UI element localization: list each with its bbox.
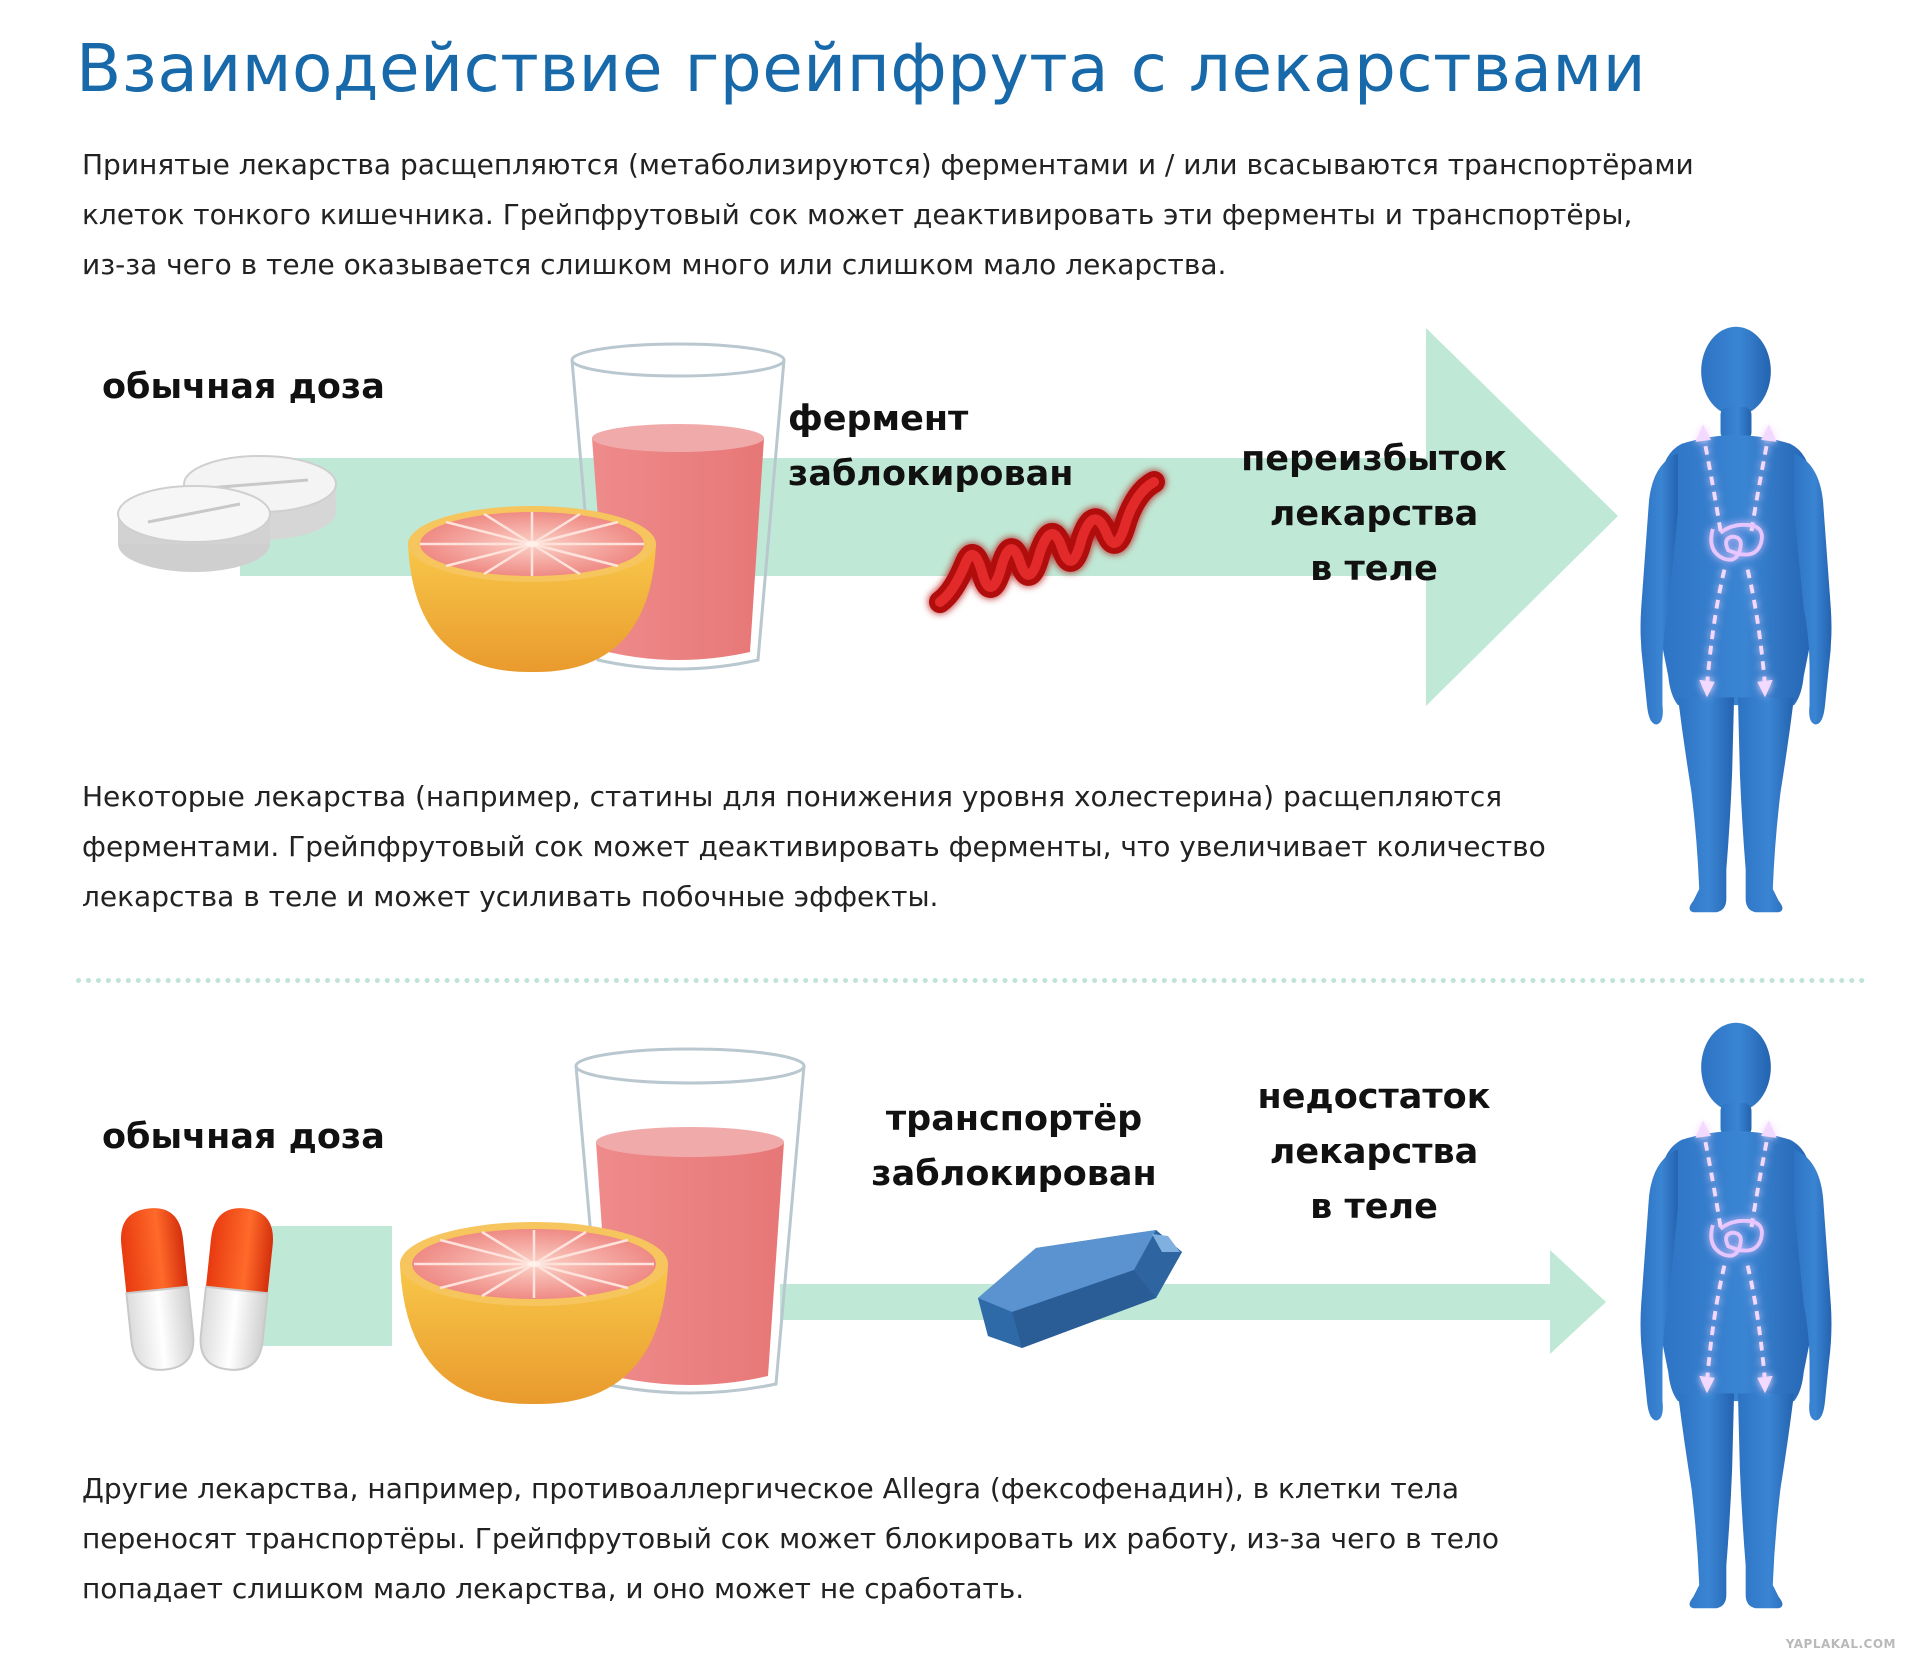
transporter-description: Другие лекарства, например, противоаллер…: [82, 1464, 1499, 1614]
grapefruit-half-icon: [400, 1222, 668, 1405]
transporter-blocked-line: заблокирован: [871, 1154, 1157, 1194]
transporter-blocked-line: транспортёр: [885, 1099, 1143, 1139]
intro-line: Принятые лекарства расщепляются (метабол…: [82, 148, 1694, 181]
intro-paragraph: Принятые лекарства расщепляются (метабол…: [82, 140, 1694, 290]
enzyme-helix-icon: [929, 471, 1165, 613]
deficit-result-line: в теле: [1310, 1187, 1438, 1227]
watermark: YAPLAKAL.COM: [1785, 1637, 1896, 1651]
dose-label: обычная доза: [102, 367, 385, 407]
enzyme-description-line: лекарства в теле и может усиливать побоч…: [82, 880, 939, 913]
enzyme-blocked-line: фермент: [788, 399, 969, 439]
enzyme-description-line: Некоторые лекарства (например, статины д…: [82, 780, 1503, 813]
dose-label: обычная доза: [102, 1117, 385, 1157]
capsule-pills-icon: [121, 1208, 273, 1371]
tablet-pills-icon: [117, 455, 337, 572]
intro-line: клеток тонкого кишечника. Грейпфрутовый …: [82, 198, 1633, 231]
transporter-crystal-icon: [978, 1230, 1182, 1348]
deficit-result-line: недостаток: [1257, 1077, 1491, 1117]
enzyme-blocked-label: фермент заблокирован: [788, 392, 1073, 502]
excess-result-line: лекарства: [1269, 494, 1479, 534]
transporter-description-line: Другие лекарства, например, противоаллер…: [82, 1472, 1459, 1505]
excess-result-label: переизбыток лекарства в теле: [1234, 432, 1514, 597]
transporter-description-line: попадает слишком мало лекарства, и оно м…: [82, 1572, 1025, 1605]
enzyme-description: Некоторые лекарства (например, статины д…: [82, 772, 1546, 922]
section-divider: [76, 978, 1866, 983]
transporter-description-line: переносят транспортёры. Грейпфрутовый со…: [82, 1522, 1500, 1555]
human-body-icon: [1636, 318, 1836, 918]
excess-result-line: в теле: [1310, 549, 1438, 589]
human-body-icon: [1636, 1014, 1836, 1614]
deficit-result-line: лекарства: [1269, 1132, 1479, 1172]
grapefruit-half-icon: [408, 506, 656, 673]
intro-line: из-за чего в теле оказывается слишком мн…: [82, 248, 1227, 281]
deficit-result-label: недостаток лекарства в теле: [1234, 1070, 1514, 1235]
enzyme-description-line: ферментами. Грейпфрутовый сок может деак…: [82, 830, 1546, 863]
transporter-blocked-label: транспортёр заблокирован: [864, 1092, 1164, 1202]
page-title: Взаимодействие грейпфрута с лекарствами: [76, 30, 1647, 107]
excess-result-line: переизбыток: [1241, 439, 1507, 479]
enzyme-blocked-line: заблокирован: [788, 454, 1074, 494]
